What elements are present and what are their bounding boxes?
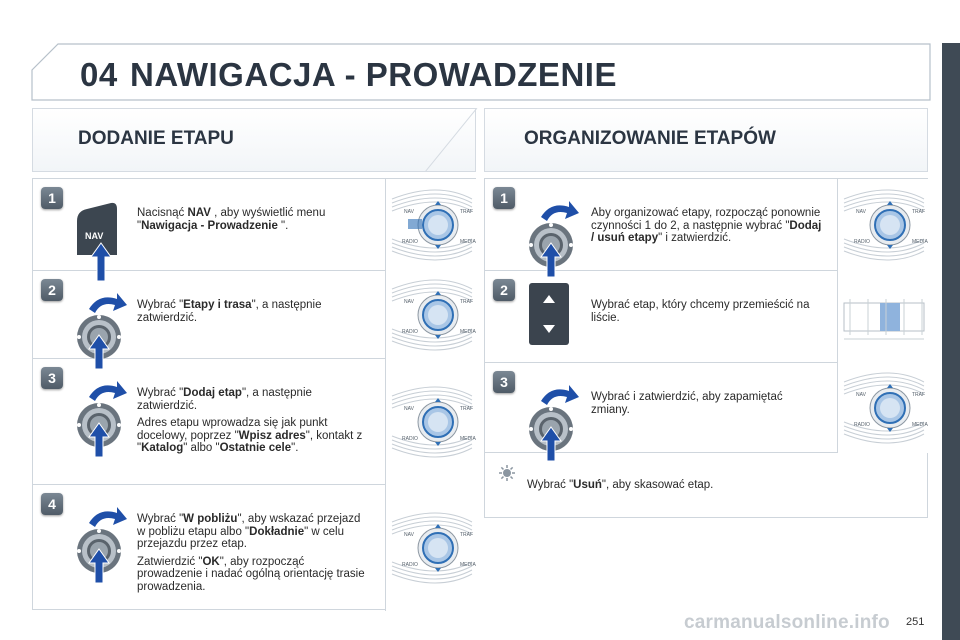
svg-text:TRAF: TRAF	[460, 532, 473, 538]
svg-text:RADIO: RADIO	[402, 329, 418, 335]
control-knob-icon	[77, 293, 127, 369]
step-number-badge: 3	[493, 371, 515, 393]
svg-text:MEDIA: MEDIA	[912, 422, 929, 428]
watermark: carmanualsonline.info	[684, 612, 890, 633]
svg-text:MEDIA: MEDIA	[460, 239, 477, 245]
step-instruction: Wybrać "W pobliżu", aby wskazać przejazd…	[137, 513, 365, 593]
chapter-number: 04	[80, 56, 118, 93]
console-knob-thumbnail: NAV TRAF RADIO MEDIA	[391, 512, 477, 584]
svg-text:RADIO: RADIO	[402, 562, 418, 568]
control-knob-icon	[77, 381, 127, 457]
svg-text:NAV: NAV	[856, 209, 867, 215]
tip-text: Wybrać "Usuń", aby skasować etap.	[527, 479, 714, 491]
left-section-header	[32, 108, 476, 172]
step-instruction: Wybrać etap, który chcemy przemieścić na…	[591, 299, 810, 324]
console-knob-thumbnail: NAV TRAF RADIO MEDIA	[391, 279, 477, 351]
svg-text:NAV: NAV	[404, 532, 415, 538]
svg-text:RADIO: RADIO	[402, 436, 418, 442]
console-knob-thumbnail: NAV TRAF RADIO MEDIA	[843, 189, 929, 261]
svg-text:TRAF: TRAF	[460, 406, 473, 412]
screen-list-thumbnail	[843, 299, 925, 340]
tip-sun-icon	[499, 465, 515, 481]
step-number-badge: 4	[41, 493, 63, 515]
control-knob-icon	[529, 385, 579, 461]
right-section-header	[484, 108, 928, 172]
step-thumbnail: NAV TRAF RADIO MEDIA	[837, 363, 929, 453]
step-instruction: Aby organizować etapy, rozpocząć ponowni…	[591, 207, 822, 244]
step-number-badge: 1	[41, 187, 63, 209]
step-number-badge: 2	[41, 279, 63, 301]
svg-text:NAV: NAV	[404, 299, 415, 305]
right-section-title: ORGANIZOWANIE ETAPÓW	[524, 128, 776, 149]
svg-text:MEDIA: MEDIA	[912, 239, 929, 245]
svg-text:TRAF: TRAF	[460, 209, 473, 215]
svg-text:NAV: NAV	[856, 392, 867, 398]
svg-text:MEDIA: MEDIA	[460, 436, 477, 442]
svg-text:RADIO: RADIO	[854, 239, 870, 245]
svg-text:NAV: NAV	[404, 406, 415, 412]
control-knob-icon	[529, 201, 579, 277]
step-thumbnail: NAV TRAF RADIO MEDIA	[385, 359, 477, 485]
section-divider-slash	[425, 108, 478, 172]
left-section-title: DODANIE ETAPU	[78, 128, 234, 149]
console-nav-thumbnail: NAV TRAF RADIO MEDIA	[391, 189, 477, 261]
page-number: 251	[906, 616, 925, 628]
header-outline	[31, 43, 931, 101]
svg-text:TRAF: TRAF	[912, 209, 925, 215]
svg-text:MEDIA: MEDIA	[460, 329, 477, 335]
svg-text:NAV: NAV	[85, 231, 103, 241]
step-instruction: Wybrać "Etapy i trasa", a następnie zatw…	[137, 299, 322, 324]
up-down-selector-icon	[529, 283, 569, 345]
step-instruction: Wybrać i zatwierdzić, aby zapamiętać zmi…	[591, 391, 783, 416]
step-thumbnail: NAV TRAF RADIO MEDIA	[385, 271, 477, 359]
step-thumbnail: NAV TRAF RADIO MEDIA	[385, 485, 477, 611]
step-number-badge: 1	[493, 187, 515, 209]
nav-key-icon: NAV	[77, 202, 117, 282]
step-thumbnail: NAV TRAF RADIO MEDIA	[837, 179, 929, 271]
step-number-badge: 3	[41, 367, 63, 389]
svg-text:MEDIA: MEDIA	[460, 562, 477, 568]
step-instruction: Nacisnąć NAV , aby wyświetlić menu "Nawi…	[137, 207, 326, 232]
side-tab-bar	[942, 43, 960, 640]
header-frame	[0, 0, 960, 110]
step-number-badge: 2	[493, 279, 515, 301]
right-tip-row: Wybrać "Usuń", aby skasować etap.	[485, 453, 927, 519]
control-knob-icon	[77, 507, 127, 583]
page-title: NAWIGACJA - PROWADZENIE	[130, 56, 617, 93]
svg-text:NAV: NAV	[404, 209, 415, 215]
svg-text:RADIO: RADIO	[402, 239, 418, 245]
svg-text:TRAF: TRAF	[460, 299, 473, 305]
step-thumbnail: NAV TRAF RADIO MEDIA	[385, 179, 477, 271]
svg-text:RADIO: RADIO	[854, 422, 870, 428]
console-knob-thumbnail: NAV TRAF RADIO MEDIA	[843, 372, 929, 444]
step-thumbnail	[837, 271, 929, 363]
svg-text:TRAF: TRAF	[912, 392, 925, 398]
console-knob-thumbnail: NAV TRAF RADIO MEDIA	[391, 386, 477, 458]
step-instruction: Wybrać "Dodaj etap", a następnie zatwier…	[137, 387, 363, 454]
